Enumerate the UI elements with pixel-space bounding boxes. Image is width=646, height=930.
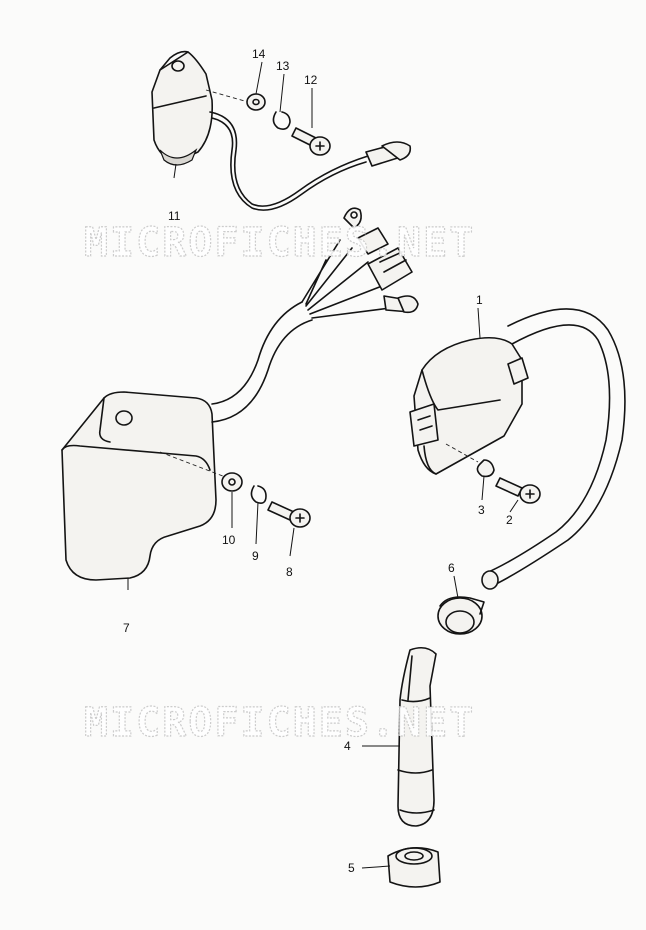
part-7-cdi-unit xyxy=(61,207,419,581)
part-12-screw xyxy=(291,127,331,156)
part-4-plug-cap xyxy=(397,646,437,827)
part-9-lock-washer xyxy=(250,485,267,504)
callout-1: 1 xyxy=(476,293,483,307)
callout-11: 11 xyxy=(168,209,181,223)
callout-6: 6 xyxy=(448,561,455,575)
callout-4: 4 xyxy=(344,739,351,753)
callout-9: 9 xyxy=(252,549,259,563)
part-1-ignition-coil xyxy=(409,308,626,590)
callout-2: 2 xyxy=(506,513,513,527)
leader-lines xyxy=(127,61,519,869)
callout-numbers: 1 2 3 4 5 6 7 8 9 10 11 12 13 14 xyxy=(123,47,513,875)
watermark-bottom: MICROFICHES.NET xyxy=(84,700,475,746)
watermark-top: MICROFICHES.NET xyxy=(84,220,475,266)
part-5-boot xyxy=(387,847,441,888)
part-3-washer xyxy=(476,459,495,478)
callout-13: 13 xyxy=(276,59,290,73)
part-6-grommet xyxy=(437,596,485,635)
part-14-washer xyxy=(246,93,266,111)
callout-10: 10 xyxy=(222,533,236,547)
part-8-screw xyxy=(267,501,311,528)
callout-5: 5 xyxy=(348,861,355,875)
callout-12: 12 xyxy=(304,73,318,87)
callout-14: 14 xyxy=(252,47,266,61)
part-2-screw xyxy=(495,477,541,504)
callout-8: 8 xyxy=(286,565,293,579)
callout-7: 7 xyxy=(123,621,130,635)
part-13-lock-washer xyxy=(272,111,291,130)
part-10-washer xyxy=(221,472,243,492)
part-11-module xyxy=(151,50,412,211)
callout-3: 3 xyxy=(478,503,485,517)
